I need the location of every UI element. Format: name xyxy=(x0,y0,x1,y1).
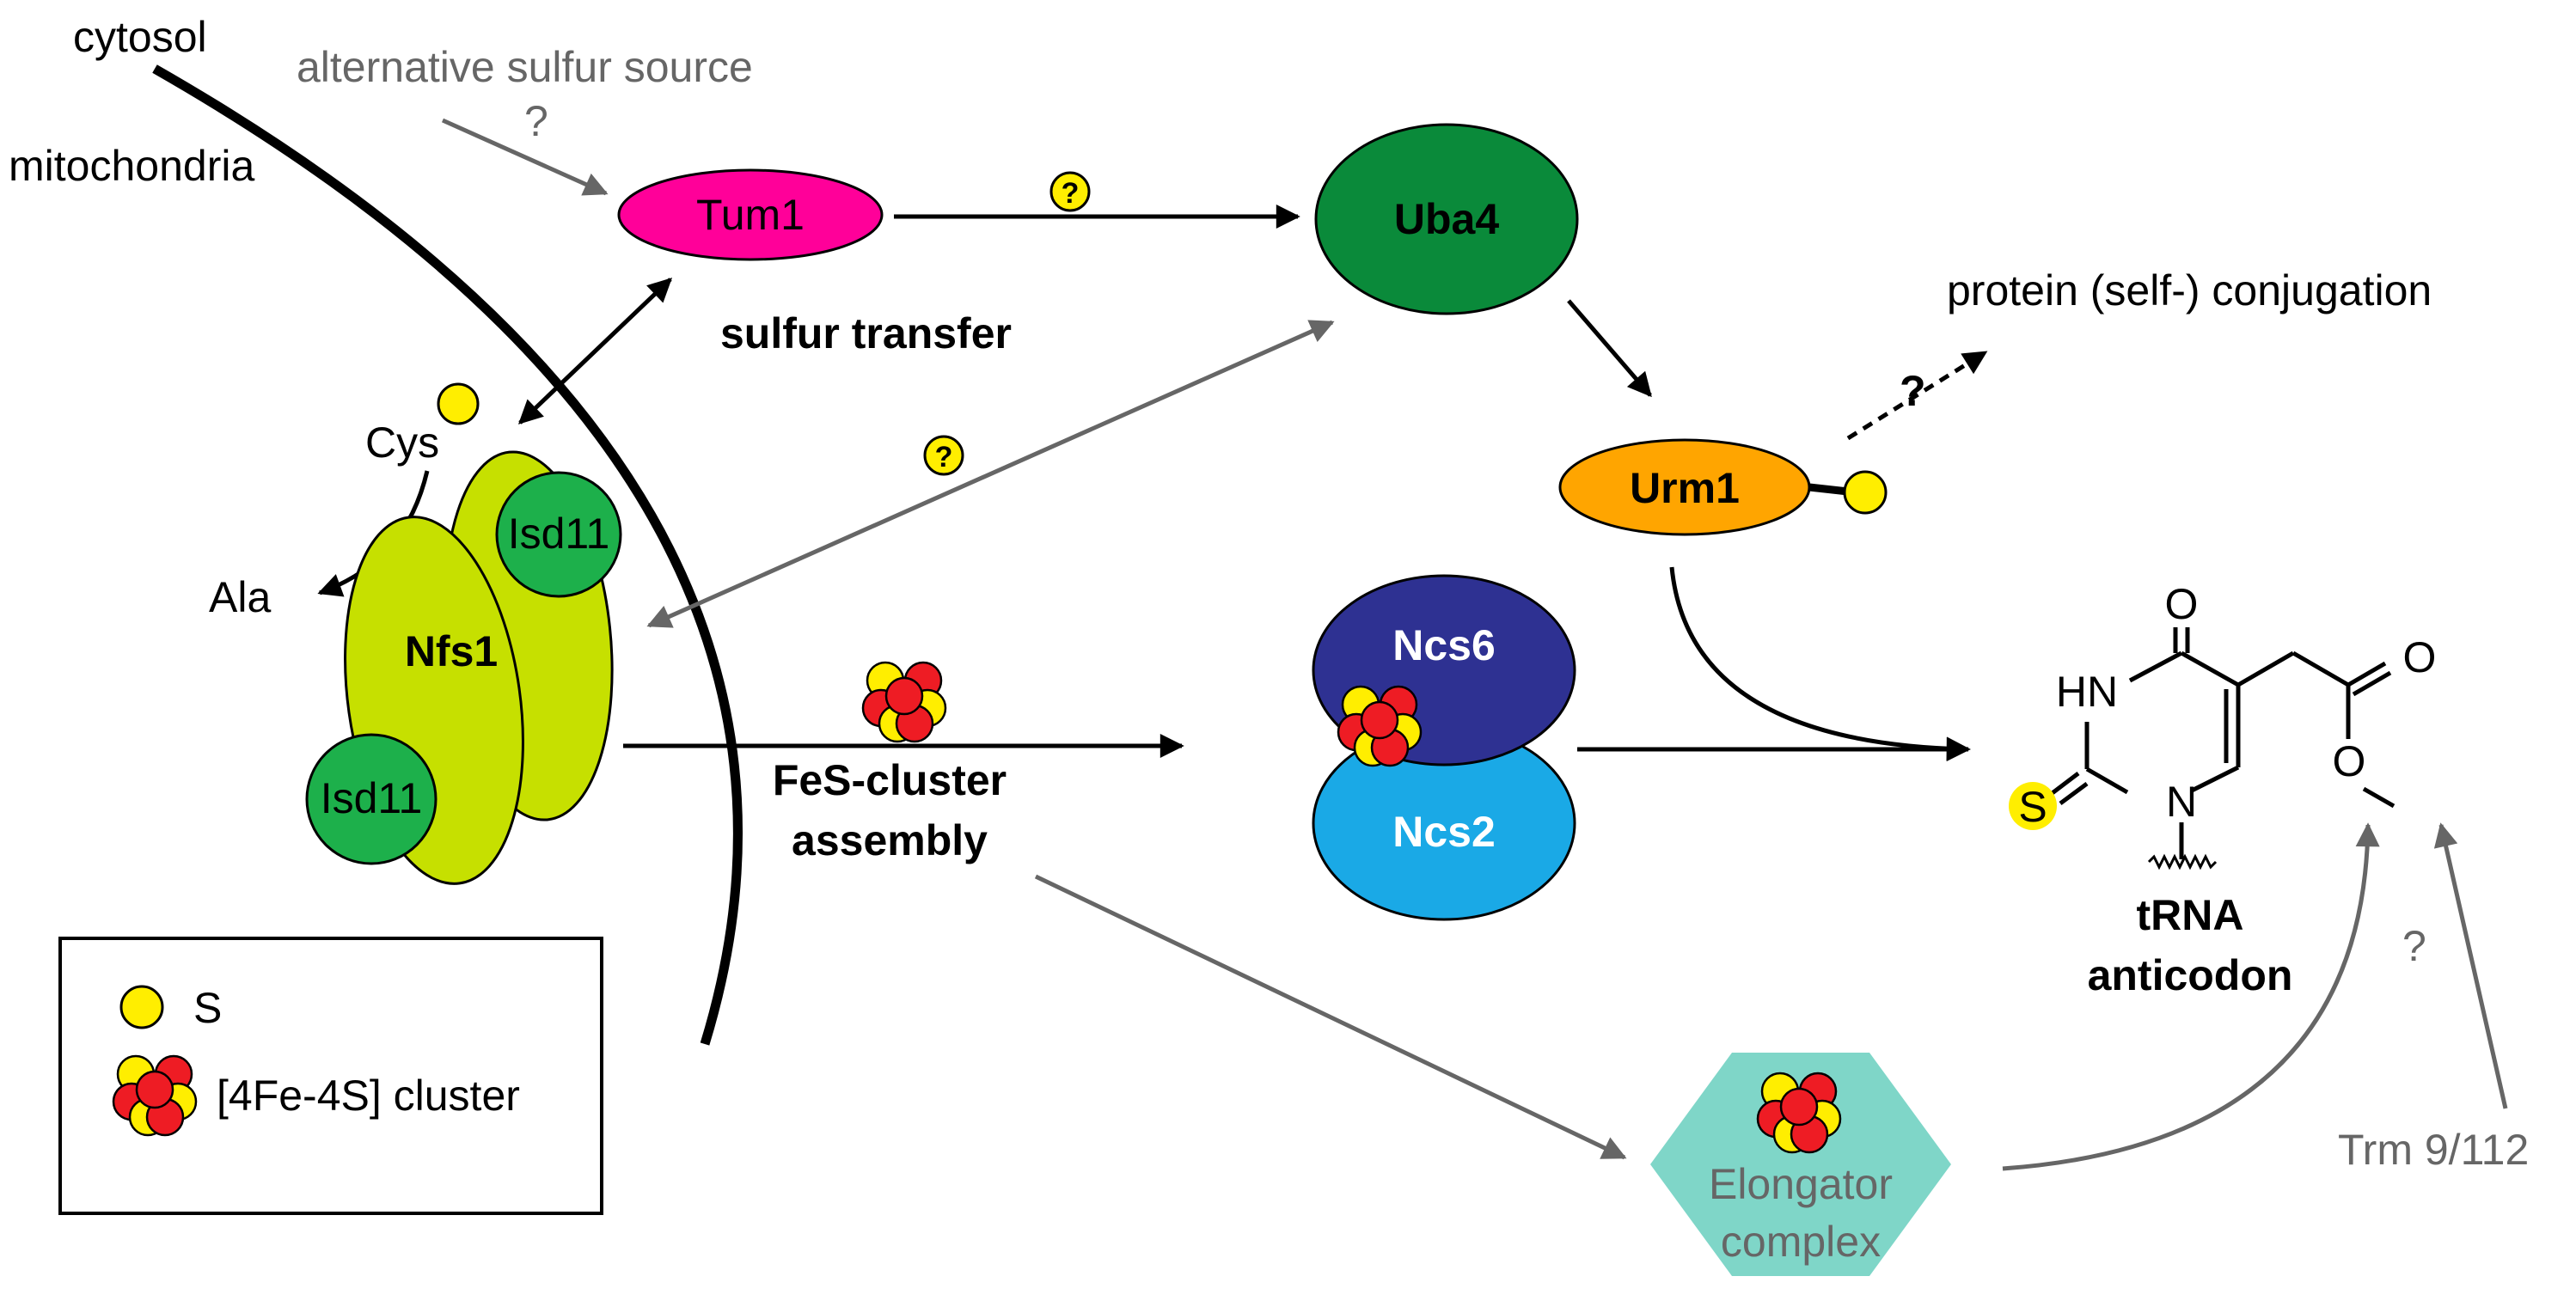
uba4-label: Uba4 xyxy=(1394,195,1499,243)
cys-label: Cys xyxy=(365,418,439,467)
elongator-label-line1: Elongator xyxy=(1709,1160,1893,1208)
uba4-nfs1-double-arrow xyxy=(646,320,1335,628)
urm1-conjugation-dotted-arrow xyxy=(1846,350,1988,441)
conjugation-question: ? xyxy=(1900,367,1926,415)
trm-question: ? xyxy=(2402,922,2426,970)
urm1-sulfur-bond xyxy=(1808,483,1849,496)
trna-label-line2: anticodon xyxy=(2088,951,2293,999)
trm-label: Trm 9/112 xyxy=(2338,1126,2529,1174)
question-badge-tum1-uba4-text: ? xyxy=(1062,177,1080,210)
urm1-sulfur-dot xyxy=(1843,470,1888,515)
legend-sulfur-label: S xyxy=(193,984,222,1032)
uba4-to-urm1-arrow xyxy=(1567,299,1652,398)
legend-sulfur-icon xyxy=(119,985,164,1029)
fes-to-elongator-arrow xyxy=(1034,874,1627,1160)
fes-assembly-label-line1: FeS-cluster xyxy=(773,756,1007,804)
mitochondria-label: mitochondria xyxy=(9,142,254,190)
alt-sulfur-arrow xyxy=(441,118,609,196)
trna-uridine-structure xyxy=(2048,627,2395,870)
alternative-sulfur-source-label: alternative sulfur source xyxy=(297,43,753,91)
isd11-top-label: Isd11 xyxy=(508,510,610,558)
urm1-label: Urm1 xyxy=(1630,464,1740,512)
protein-conjugation-label: protein (self-) conjugation xyxy=(1947,266,2432,315)
alternative-sulfur-question: ? xyxy=(524,97,548,145)
legend-cluster-label: [4Fe-4S] cluster xyxy=(217,1072,520,1120)
ncs2-label: Ncs2 xyxy=(1392,808,1496,856)
elongator-fes-cluster-icon xyxy=(1756,1072,1842,1154)
ncs6-fes-cluster-icon xyxy=(1337,685,1423,767)
question-badge-uba4-nfs1 xyxy=(923,435,964,476)
cys-sulfur-dot xyxy=(437,382,480,425)
elongator-to-trna-arrow xyxy=(2002,822,2380,1171)
isd11-bottom-shape xyxy=(305,733,437,865)
urm1-shape xyxy=(1558,438,1811,536)
elongator-label-line2: complex xyxy=(1721,1218,1881,1266)
fes-cluster-icon xyxy=(861,661,947,743)
urm1-to-trna-arrow xyxy=(1669,566,1971,761)
tum1-shape xyxy=(617,168,884,261)
question-badge-tum1-uba4 xyxy=(1049,171,1091,212)
fes-assembly-label-line2: assembly xyxy=(792,816,988,864)
sulfur-transfer-label: sulfur transfer xyxy=(720,309,1012,357)
ncs6-label: Ncs6 xyxy=(1392,621,1496,669)
atom-o-ester: O xyxy=(2333,737,2366,785)
atom-hn: HN xyxy=(2056,668,2118,716)
cytosol-label: cytosol xyxy=(73,13,207,61)
question-badge-uba4-nfs1-text: ? xyxy=(935,441,953,473)
tum1-nfs1-double-arrow xyxy=(517,278,673,424)
ala-label: Ala xyxy=(209,573,271,621)
trm-to-trna-arrow xyxy=(2433,822,2508,1109)
atom-s: S xyxy=(2018,783,2047,831)
legend-cluster-icon xyxy=(112,1054,198,1137)
nfs1-label: Nfs1 xyxy=(405,627,498,675)
elongator-complex-shape xyxy=(1650,1053,1951,1276)
thiolation-sulfur-highlight xyxy=(2009,782,2057,830)
isd11-top-shape xyxy=(495,471,622,598)
isd11-bottom-label: Isd11 xyxy=(321,774,423,822)
trna-label-line1: tRNA xyxy=(2137,891,2244,939)
uba4-shape xyxy=(1314,123,1579,315)
atom-o-top: O xyxy=(2165,580,2199,628)
tum1-label: Tum1 xyxy=(696,191,805,239)
atom-o-right: O xyxy=(2403,633,2437,681)
atom-n: N xyxy=(2166,778,2197,826)
